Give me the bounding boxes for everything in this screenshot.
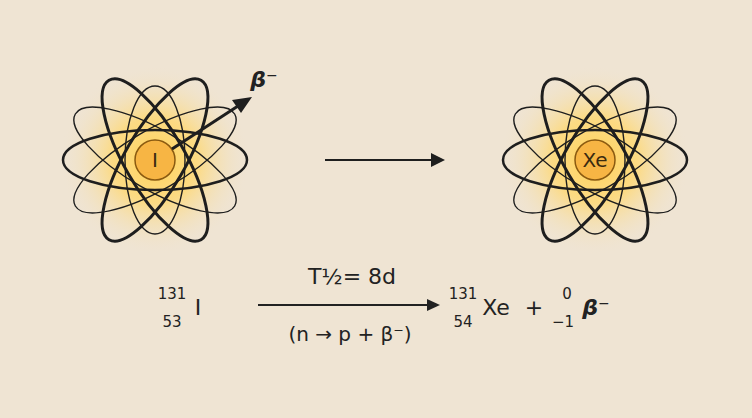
element-symbol: I — [195, 297, 202, 319]
beta-symbol: β⁻ — [582, 297, 609, 319]
nucleus-symbol: Xe — [582, 148, 607, 172]
decay-process: (n → p + β⁻) — [288, 324, 411, 344]
atom-node: I — [65, 85, 245, 235]
atomic-number: 53 — [162, 315, 181, 330]
mass-number: 131 — [449, 287, 478, 302]
xenon-atom — [500, 65, 690, 255]
reaction-arrow-head — [427, 299, 440, 311]
reaction-connector — [325, 153, 445, 167]
reaction-arrow — [258, 304, 430, 306]
beta-label: β⁻ — [250, 69, 277, 91]
mass-number: 0 — [562, 287, 572, 302]
atomic-number: 54 — [453, 315, 472, 330]
atom-node: Xe — [505, 85, 685, 235]
element-symbol: Xe — [482, 297, 510, 319]
iodine-atom — [60, 65, 250, 255]
beta-emission-head — [232, 97, 252, 113]
connector-line — [325, 159, 433, 161]
beta-emission-arrow — [172, 106, 238, 149]
arrow-head — [431, 153, 445, 167]
charge-number: −1 — [552, 315, 574, 330]
nucleus-symbol: I — [152, 148, 158, 172]
plus-sign: + — [525, 297, 543, 319]
mass-number: 131 — [158, 287, 187, 302]
half-life: T½= 8d — [308, 266, 396, 288]
